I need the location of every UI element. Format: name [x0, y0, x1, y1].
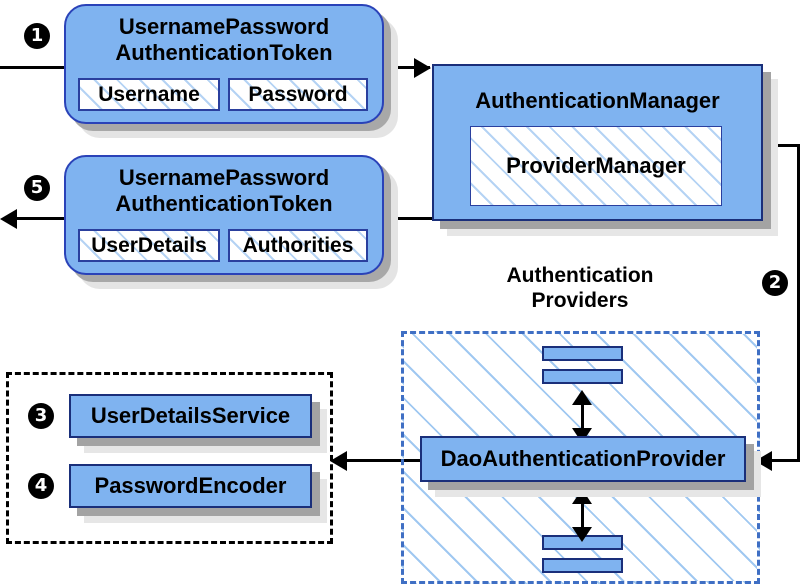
- dao-provider-box: DaoAuthenticationProvider: [420, 436, 746, 482]
- chip-authorities[interactable]: Authorities: [228, 229, 368, 262]
- authentication-manager[interactable]: AuthenticationManager ProviderManager: [432, 64, 763, 221]
- authentication-providers-caption: Authentication Providers: [455, 263, 705, 313]
- step-badge-1: 1: [24, 23, 50, 49]
- chip-authorities-label: Authorities: [242, 234, 354, 257]
- connector-manager-down: [797, 144, 800, 461]
- response-token-title-line1: UsernamePassword: [118, 165, 330, 190]
- connector-request-in: [0, 66, 80, 69]
- chip-password[interactable]: Password: [228, 78, 368, 111]
- response-authentication-token[interactable]: UsernamePassword AuthenticationToken Use…: [64, 155, 384, 275]
- chip-username-label: Username: [98, 83, 200, 106]
- request-token-chips: Username Password: [78, 78, 368, 111]
- dao-provider-label: DaoAuthenticationProvider: [440, 446, 726, 471]
- dao-authentication-provider[interactable]: DaoAuthenticationProvider: [420, 436, 746, 482]
- providers-caption-line2: Providers: [531, 289, 629, 312]
- arrowhead-to-manager: [414, 58, 431, 78]
- connector-into-provider: [770, 459, 800, 462]
- providers-caption-line1: Authentication: [506, 264, 654, 287]
- connector-provider-down: [581, 494, 584, 530]
- response-token-title-line2: AuthenticationToken: [115, 191, 333, 216]
- connector-manager-right: [763, 144, 800, 147]
- chip-userdetails[interactable]: UserDetails: [78, 229, 220, 262]
- connector-provider-up: [581, 395, 584, 431]
- response-token-title: UsernamePassword AuthenticationToken: [64, 165, 384, 217]
- provider-manager-box[interactable]: ProviderManager: [470, 126, 722, 206]
- other-provider-bar-top-2: [542, 369, 623, 384]
- arrowhead-provider-down: [572, 527, 592, 542]
- request-token-title-line2: AuthenticationToken: [115, 40, 333, 65]
- password-encoder-label: PasswordEncoder: [94, 473, 287, 498]
- password-encoder-box: PasswordEncoder: [69, 464, 312, 508]
- step-badge-3: 3: [28, 403, 54, 429]
- arrowhead-to-collaborators: [330, 451, 347, 471]
- authentication-manager-title: AuthenticationManager: [475, 88, 720, 113]
- authentication-manager-box: AuthenticationManager ProviderManager: [432, 64, 763, 221]
- connector-provider-to-collaborators: [345, 459, 423, 462]
- request-token-title-line1: UsernamePassword: [118, 14, 330, 39]
- user-details-service-label: UserDetailsService: [90, 403, 291, 428]
- step-badge-2: 2: [762, 270, 788, 296]
- request-authentication-token[interactable]: UsernamePassword AuthenticationToken Use…: [64, 4, 384, 124]
- step-badge-5: 5: [24, 175, 50, 201]
- chip-password-label: Password: [248, 83, 348, 106]
- connector-response-out: [10, 217, 82, 220]
- connector-token-to-manager: [382, 66, 430, 69]
- step-badge-4: 4: [28, 473, 54, 499]
- provider-manager-label: ProviderManager: [506, 153, 686, 178]
- other-provider-bar-top-1: [542, 346, 623, 361]
- user-details-service[interactable]: UserDetailsService: [69, 394, 312, 438]
- password-encoder[interactable]: PasswordEncoder: [69, 464, 312, 508]
- connector-manager-to-response-token: [382, 217, 434, 220]
- chip-username[interactable]: Username: [78, 78, 220, 111]
- collaborators-region: [6, 372, 333, 544]
- response-token-chips: UserDetails Authorities: [78, 229, 368, 262]
- request-token-title: UsernamePassword AuthenticationToken: [64, 14, 384, 66]
- other-provider-bar-bottom-2: [542, 558, 623, 573]
- arrowhead-response-out: [0, 209, 17, 229]
- chip-userdetails-label: UserDetails: [91, 234, 207, 257]
- user-details-service-box: UserDetailsService: [69, 394, 312, 438]
- arrowhead-provider-up: [572, 390, 592, 405]
